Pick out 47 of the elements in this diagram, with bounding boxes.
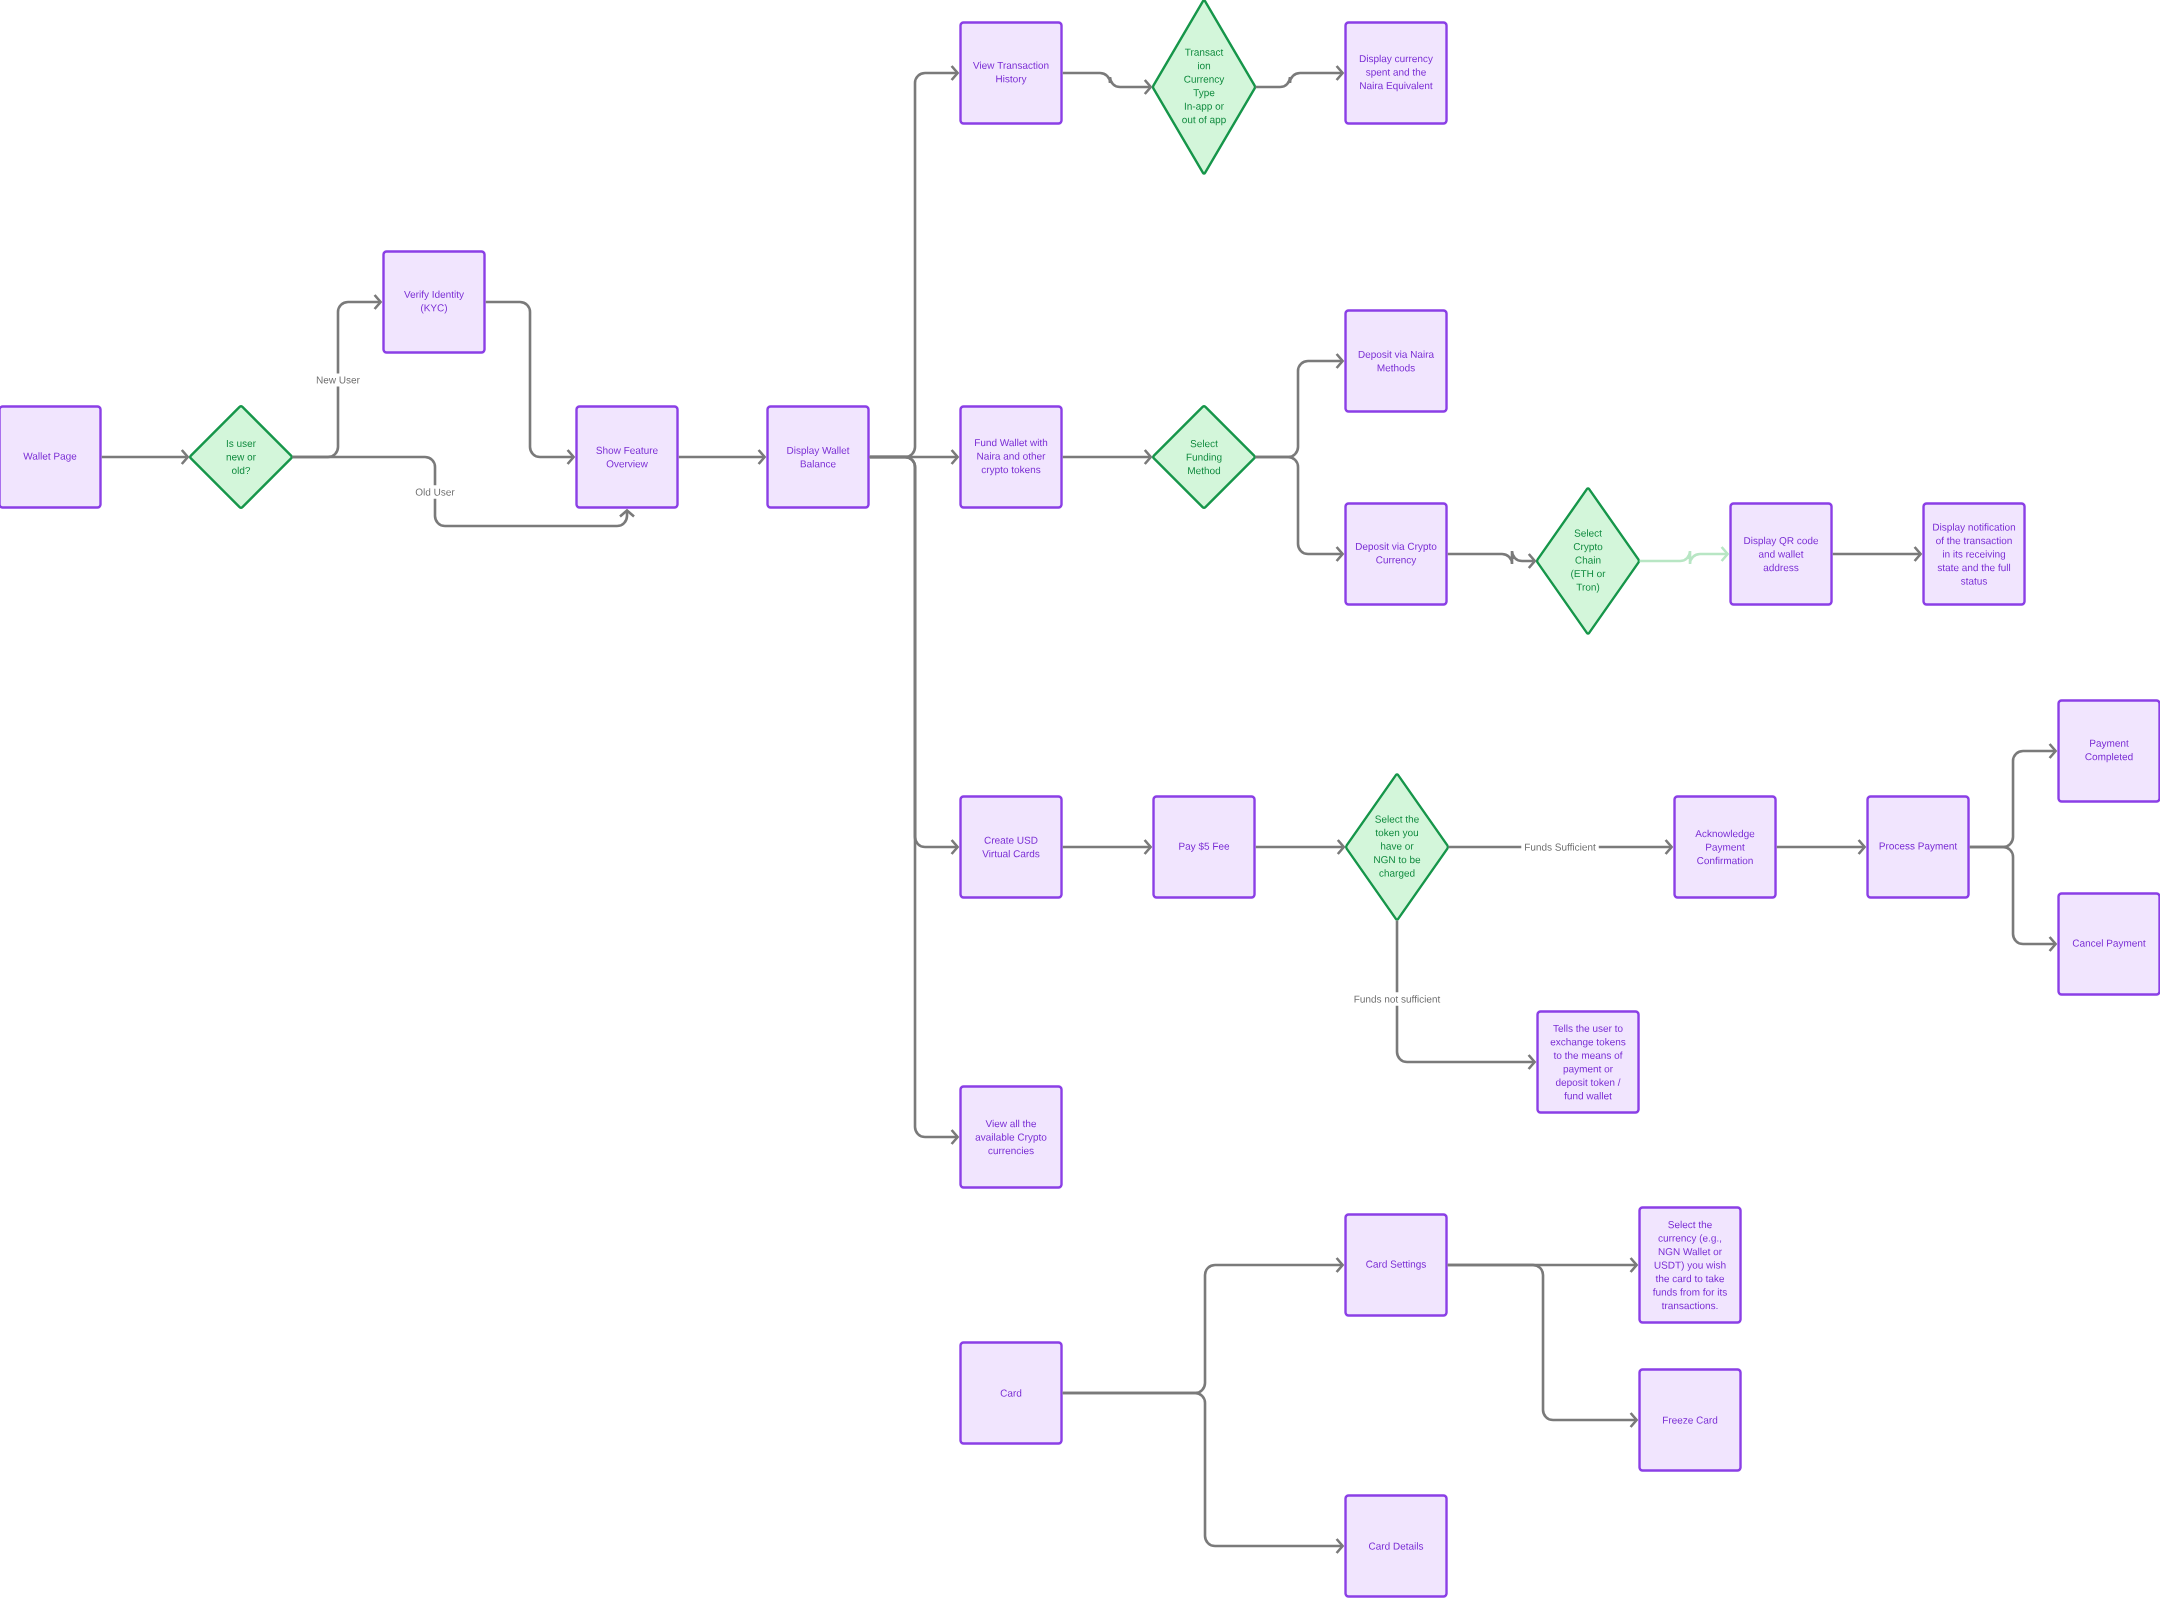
arrow [1776, 839, 1867, 855]
process-box: Pay $5 Fee [1152, 795, 1256, 899]
edge-label: New User [316, 376, 360, 384]
arrow [1447, 549, 1537, 569]
edge-label: Funds Sufficient [1525, 843, 1596, 851]
arrow [1255, 65, 1345, 89]
process-box: Deposit via Crypto Currency [1344, 502, 1448, 606]
arrow [1832, 546, 1923, 562]
process-box: Process Payment [1866, 795, 1970, 899]
arrow [1447, 1263, 1639, 1428]
process-box: Display QR code and wallet address [1729, 502, 1833, 606]
process-box: Verify Identity (KYC) [382, 250, 486, 354]
process-box: Tells the user to exchange tokens to the means of payment or deposit token / fund wallet [1536, 1010, 1640, 1114]
process-box: Create USD Virtual Cards [959, 795, 1063, 899]
arrow [1639, 546, 1730, 566]
process-box: Card [959, 1341, 1063, 1445]
process-box: Card Details [1344, 1494, 1448, 1598]
edge-label: Funds not sufficient [1354, 995, 1441, 1003]
process-box: Select the currency (e.g., NGN Wallet or USDT) you wish the card to take funds from for its transactions. [1638, 1206, 1742, 1324]
process-box: Fund Wallet with Naira and other crypto tokens [959, 405, 1063, 509]
process-box: Freeze Card [1638, 1368, 1742, 1472]
process-box: Show Feature Overview [575, 405, 679, 509]
process-box: Card Settings [1344, 1213, 1448, 1317]
arrow [1062, 71, 1153, 95]
arrow [1395, 920, 1537, 1070]
process-box: Wallet Page [0, 405, 102, 509]
arrow [1969, 845, 2058, 952]
arrow [1255, 455, 1345, 562]
arrow [869, 455, 960, 1145]
process-box: Display currency spent and the Naira Equivalent [1344, 21, 1448, 125]
arrow [1062, 839, 1153, 855]
process-box: Display notification of the transaction in its receiving state and the full status [1922, 502, 2026, 606]
process-box: Payment Completed [2057, 699, 2160, 803]
arrow [292, 455, 635, 528]
process-box: Acknowledge Payment Confirmation [1673, 795, 1777, 899]
edge-label: Old User [415, 488, 455, 496]
arrow [1255, 839, 1346, 855]
process-box: Cancel Payment [2057, 892, 2160, 996]
arrow [678, 449, 767, 465]
process-box: View all the available Crypto currencies [959, 1085, 1063, 1189]
arrow [1062, 1391, 1345, 1554]
process-box: Display Wallet Balance [766, 405, 870, 509]
arrow [101, 449, 190, 465]
process-box: Deposit via Naira Methods [1344, 309, 1448, 413]
process-box: View Transaction History [959, 21, 1063, 125]
arrow [485, 300, 576, 465]
arrow [1062, 449, 1153, 465]
